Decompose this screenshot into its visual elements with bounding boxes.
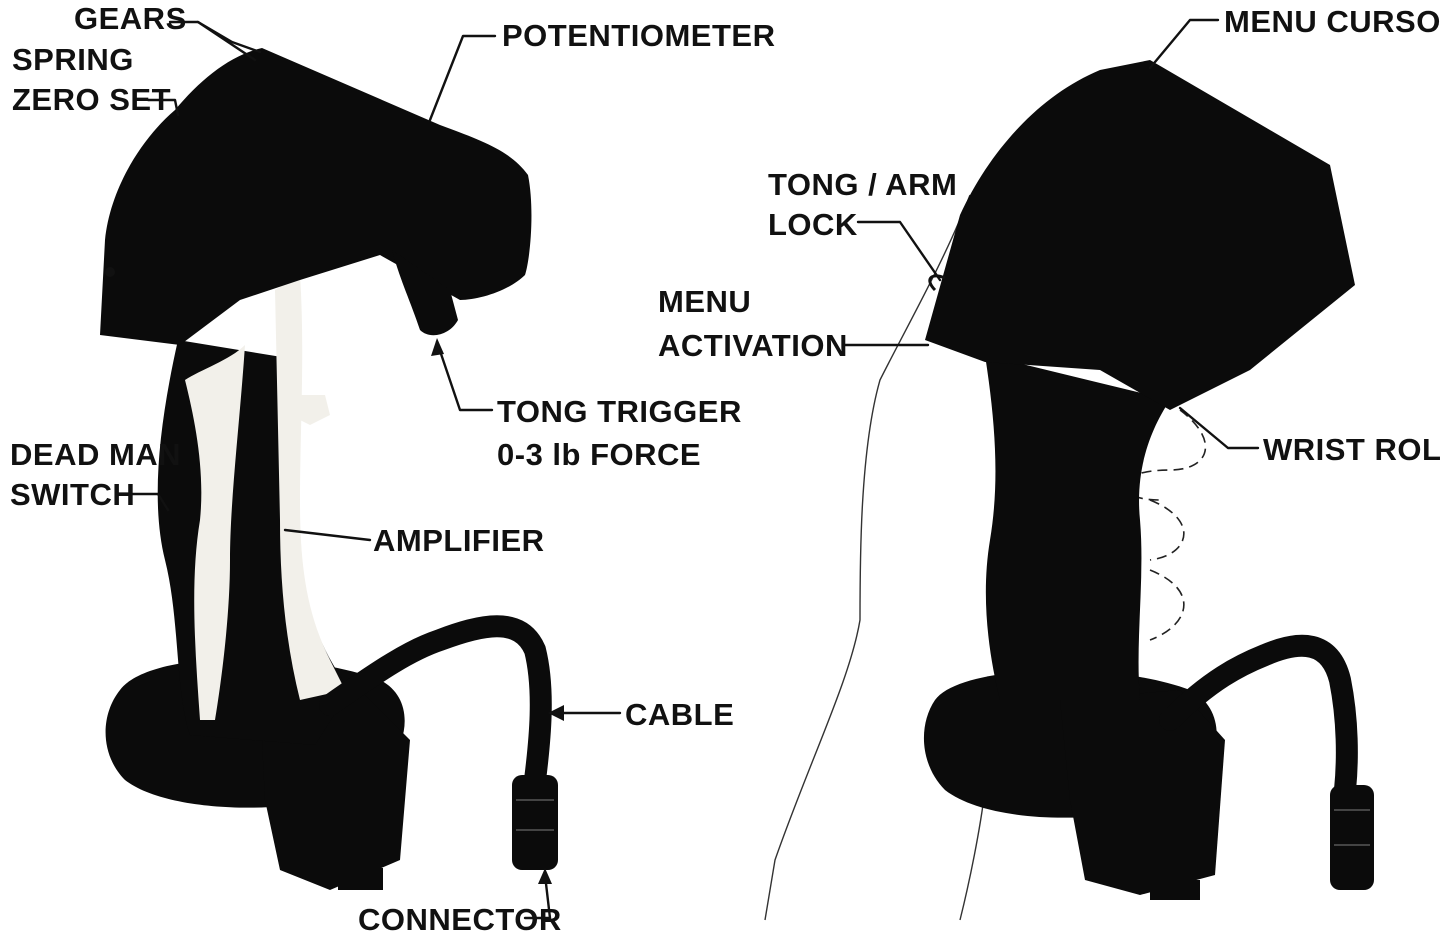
tong-trigger-leader <box>437 342 492 410</box>
left-foot <box>338 868 383 890</box>
potentiometer-leader <box>430 36 495 120</box>
label-amplifier: AMPLIFIER <box>373 523 545 558</box>
label-gears: GEARS <box>74 1 187 36</box>
right-base-block <box>1060 690 1225 895</box>
label-trigger-force: 0-3 lb FORCE <box>497 437 701 472</box>
left-side-pin <box>105 267 115 277</box>
label-cable: CABLE <box>625 697 734 732</box>
label-spring: SPRING <box>12 42 134 77</box>
label-menu-cursor: MENU CURSOR <box>1224 4 1440 39</box>
label-connector: CONNECTOR <box>358 902 562 936</box>
menu-cursor-leader <box>1150 20 1218 68</box>
label-menu: MENU <box>658 284 751 319</box>
label-zero-set: ZERO SET <box>12 82 171 117</box>
left-connector <box>512 775 558 870</box>
right-foot <box>1150 880 1200 900</box>
label-dead-man: DEAD MAN <box>10 437 181 472</box>
left-finger-hook <box>300 395 330 425</box>
right-grip-body <box>985 355 1170 700</box>
right-connector <box>1330 785 1374 890</box>
label-wrist-roll: WRIST ROLL <box>1263 432 1440 467</box>
label-activation: ACTIVATION <box>658 328 848 363</box>
label-lock: LOCK <box>768 207 858 242</box>
right-controller-head <box>925 60 1355 410</box>
wrist-roll-leader <box>1180 408 1258 448</box>
label-tong-arm: TONG / ARM <box>768 167 957 202</box>
tong-arm-lock-leader <box>858 222 940 280</box>
label-switch: SWITCH <box>10 477 135 512</box>
hand-outline-2 <box>960 790 985 920</box>
label-tong-trigger: TONG TRIGGER <box>497 394 742 429</box>
label-potentiometer: POTENTIOMETER <box>502 18 775 53</box>
